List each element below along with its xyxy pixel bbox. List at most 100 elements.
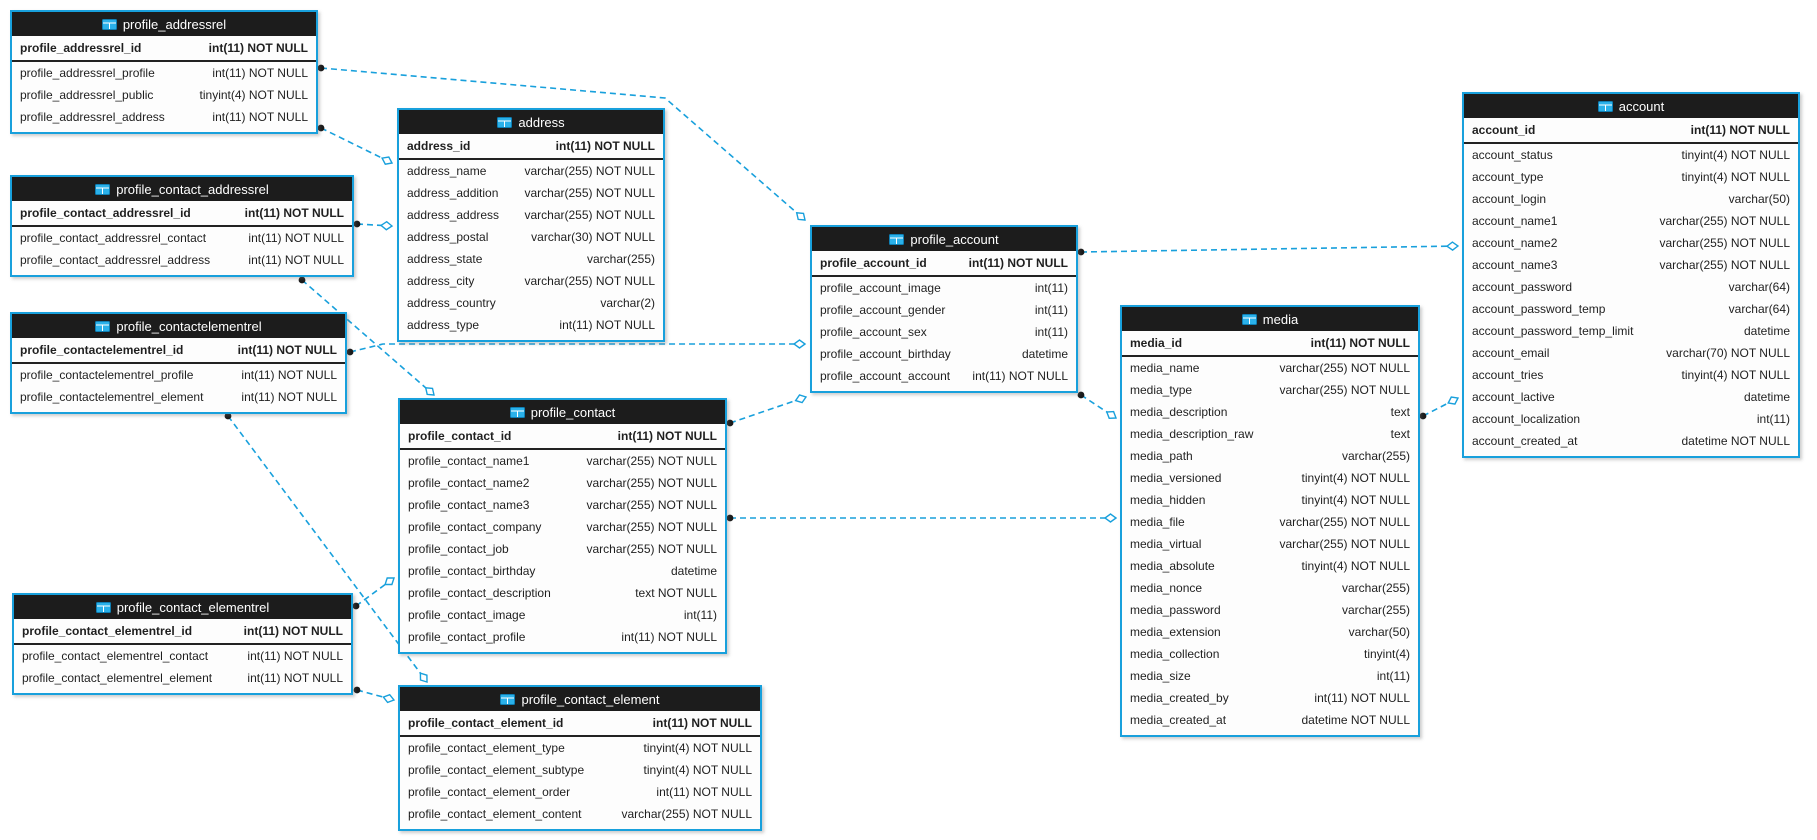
relationship-line[interactable] bbox=[356, 223, 393, 227]
table-header-profile_contact_element[interactable]: profile_contact_element bbox=[400, 687, 760, 711]
relationship-profile_contact_addressrel-profile_contact_addressrel_contact-to-profile_contact[interactable] bbox=[298, 276, 435, 396]
relationship-profile_contact_addressrel-profile_contact_addressrel_address-to-address[interactable] bbox=[353, 220, 394, 231]
relationship-profile_account-profile_account_account-to-account[interactable] bbox=[1077, 241, 1460, 256]
table-header-profile_contact_elementrel[interactable]: profile_contact_elementrel bbox=[14, 595, 351, 619]
relationship-line[interactable] bbox=[320, 67, 806, 221]
table-header-account[interactable]: account bbox=[1464, 94, 1798, 118]
relationship-profile_contact_elementrel-profile_contact_elementrel_contact-to-profile_contact[interactable] bbox=[352, 577, 395, 610]
relationship-profile_contact_elementrel-profile_contact_elementrel_element-to-profile_contact_element[interactable] bbox=[353, 686, 396, 704]
relationship-line[interactable] bbox=[301, 279, 435, 396]
relationship-profile_account-profile_account_image-to-media[interactable] bbox=[1077, 391, 1117, 420]
relationship-line[interactable] bbox=[349, 343, 805, 353]
relationship-profile_addressrel-profile_addressrel_address-to-address[interactable] bbox=[317, 124, 394, 165]
table-header-profile_contact_addressrel[interactable]: profile_contact_addressrel bbox=[12, 177, 352, 201]
relationship-media-media_created_by-to-account[interactable] bbox=[1419, 396, 1460, 420]
relationship-profile_contact-profile_contact_profile-to-profile_account[interactable] bbox=[726, 394, 808, 427]
table-header-profile_addressrel[interactable]: profile_addressrel bbox=[12, 12, 316, 36]
relationship-profile_contact-profile_contact_image-to-media[interactable] bbox=[726, 513, 1118, 523]
table-header-profile_account[interactable]: profile_account bbox=[812, 227, 1076, 251]
relationship-line[interactable] bbox=[729, 396, 807, 424]
relationship-profile_contactelementrel-profile_contactelementrel_element-to-profile_contact_element[interactable] bbox=[224, 412, 428, 683]
relationship-line[interactable] bbox=[227, 415, 428, 683]
relationship-profile_addressrel-profile_addressrel_profile-to-profile_account[interactable] bbox=[317, 64, 806, 221]
relationship-line[interactable] bbox=[355, 577, 395, 607]
